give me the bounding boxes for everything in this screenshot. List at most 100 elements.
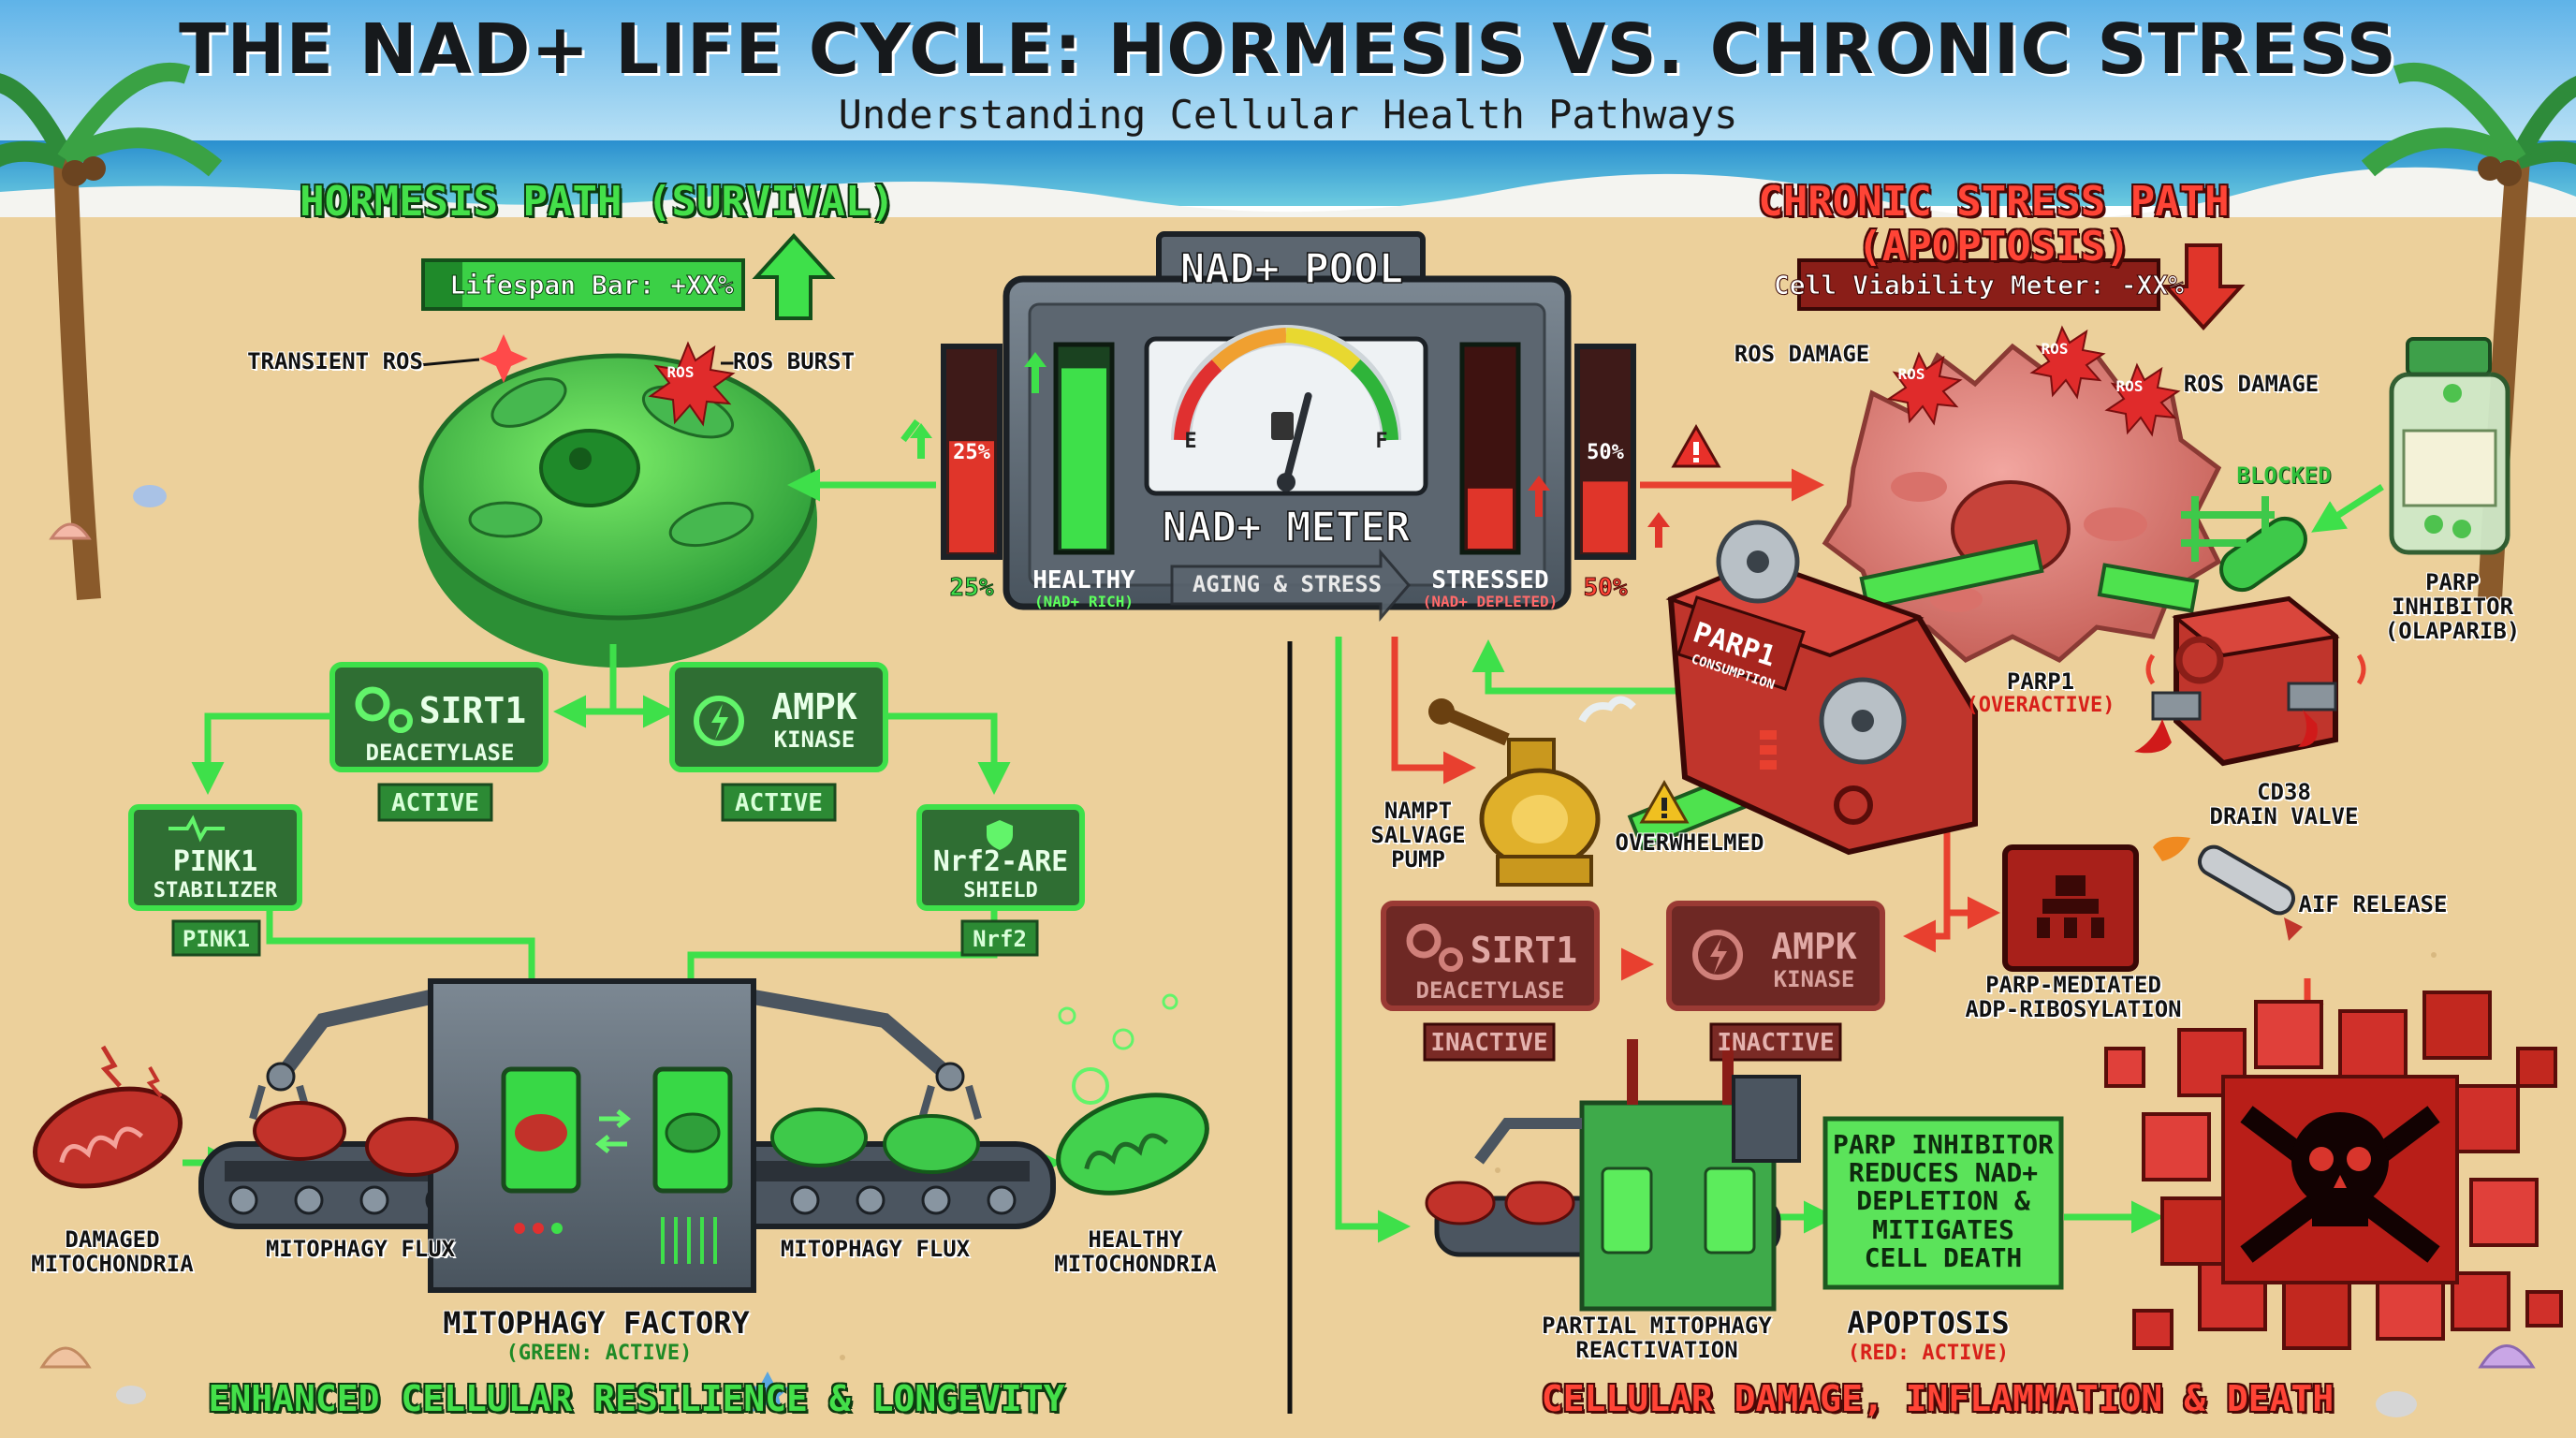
parp-mediated-label: PARP-MEDIATED ADP-RIBOSYLATION [1965, 972, 2182, 1022]
lifespan-bar-label: Lifespan Bar: +XX% [449, 270, 734, 301]
palm-tree-left-icon [0, 62, 223, 601]
seashell-icon [49, 522, 92, 540]
aging-label: AGING & STRESS [1193, 571, 1382, 597]
ros-burst-label: ROS BURST [732, 348, 856, 374]
pebble-icon [116, 1386, 146, 1404]
nampt-label: NAMPT SALVAGE PUMP [1370, 798, 1466, 873]
partial-mitophagy-factory [1425, 1039, 1801, 1312]
nrf2-tag: Nrf2 [973, 926, 1027, 952]
organelle [668, 501, 754, 548]
pebble-icon [133, 485, 167, 507]
lifespan-bar [421, 233, 836, 320]
parp1-consumption-machine [1665, 520, 1978, 856]
parp-mediated-box [2002, 844, 2139, 972]
gauge-needle [1282, 391, 1312, 486]
pixel-bug-icon [2037, 875, 2104, 938]
parp-inhibitor-note: PARP INHIBITOR REDUCES NAD+ DEPLETION & … [1832, 1129, 2054, 1273]
starfish-icon [745, 1372, 790, 1412]
transient-ros-spark-icon [418, 334, 528, 383]
ampk-active-box [669, 662, 888, 822]
cd38-label: CD38 DRAIN VALVE [2209, 779, 2359, 829]
ampk-inactive-box [1666, 901, 1885, 1062]
left-tube-percent: 25% [953, 441, 990, 464]
pulse-icon [168, 814, 225, 843]
parp-inhibitor-label: PARP INHIBITOR (OLAPARIB) [2384, 569, 2521, 644]
leak-icon [2134, 719, 2172, 754]
gauge-empty-label: E [1184, 430, 1196, 453]
overwhelmed-warning-icon [1639, 779, 1690, 824]
pink1-name: PINK1 [173, 845, 257, 878]
stressed-level-fill [1468, 488, 1513, 549]
mitophagy-factory [428, 978, 756, 1293]
pool-title: NAD+ POOL [1180, 245, 1403, 293]
sirt1-inactive-sub: DEACETYLASE [1416, 977, 1565, 1004]
mitophagy-flux-right-label: MITOPHAGY FLUX [780, 1236, 971, 1262]
ros-tag-3: ROS [2116, 377, 2144, 395]
chronic-footer: CELLULAR DAMAGE, INFLAMMATION & DEATH [1541, 1378, 2334, 1419]
stressed-label: STRESSED [1431, 566, 1548, 594]
organelle [468, 501, 543, 538]
ampk-inactive-status: INACTIVE [1717, 1029, 1834, 1057]
gauge-full-label: F [1375, 430, 1387, 453]
ros-burst-tag: ROS [667, 363, 695, 381]
nrf2-sub: SHIELD [963, 879, 1037, 902]
ros-damage-left-label: ROS DAMAGE [1734, 341, 1870, 367]
parp1-label: PARP1 [2006, 668, 2075, 695]
shield-icon [987, 820, 1013, 850]
ampk-sub: KINASE [774, 726, 856, 753]
right-tube-percent: 50% [1587, 441, 1624, 464]
aif-release-missile-icon [2153, 836, 2303, 941]
lightning-icon [694, 696, 744, 746]
hormesis-footer: ENHANCED CELLULAR RESILIENCE & LONGEVITY [208, 1378, 1065, 1419]
sirt1-name: SIRT1 [419, 690, 526, 731]
viability-meter [1797, 243, 2246, 330]
ampk-name: AMPK [771, 686, 857, 727]
apoptosis-status: (RED: ACTIVE) [1847, 1342, 2010, 1365]
nad-pool-machine [1003, 231, 1572, 623]
transient-ros-label: TRANSIENT ROS [247, 348, 423, 374]
seashell-icon [39, 1346, 92, 1369]
pink1-sub: STABILIZER [154, 879, 278, 902]
up-arrow-icon [1528, 476, 1550, 517]
healthy-level-column [1024, 342, 1115, 555]
ros-damage-right-label: ROS DAMAGE [2183, 371, 2320, 397]
sirt1-inactive-box [1381, 901, 1600, 1062]
seashell-icon [2478, 1344, 2536, 1369]
robot-arm-right-icon [752, 990, 982, 1121]
aif-release-label: AIF RELEASE [2298, 891, 2448, 917]
healthy-label: HEALTHY [1032, 566, 1135, 594]
saw-blade-icon [1819, 677, 1907, 765]
saw-blade-icon [1716, 520, 1800, 604]
stressed-sub-label: (NAD+ DEPLETED) [1423, 593, 1559, 610]
chronic-heading: CHRONIC STRESS PATH (APOPTOSIS) [1758, 178, 2230, 271]
leak-icon [2298, 710, 2318, 747]
up-arrow-icon [1647, 512, 1670, 548]
meter-label: NAD+ METER [1163, 504, 1411, 551]
viability-meter-label: Cell Viability Meter: -XX% [1774, 270, 2184, 301]
right-tube-percent-below: 50% [1584, 574, 1628, 602]
up-arrow-icon [1024, 352, 1046, 393]
page-subtitle: Understanding Cellular Health Pathways [838, 92, 1738, 138]
page-title: THE NAD+ LIFE CYCLE: HORMESIS VS. CHRONI… [179, 9, 2397, 90]
aging-arrow-icon [1170, 548, 1411, 623]
damage-spark-icon [100, 1045, 122, 1088]
mitophagy-factory-status: (GREEN: ACTIVE) [505, 1342, 693, 1365]
up-arrow-icon [752, 233, 836, 320]
organelle [1891, 472, 1947, 502]
organelle [490, 377, 567, 428]
skull-crossbones-icon [2240, 1106, 2440, 1263]
ros-tag-2: ROS [2042, 340, 2069, 358]
overwhelmed-label: OVERWHELMED [1615, 829, 1764, 856]
ros-burst-icon [648, 341, 736, 427]
left-tube-percent-below: 25% [950, 574, 994, 602]
fuel-pump-icon [1271, 412, 1294, 440]
parp-inhibitor-note-box [1822, 1116, 2064, 1290]
blocked-label: BLOCKED [2236, 462, 2332, 489]
warning-icon [1671, 423, 1721, 468]
sirt1-inactive-status: INACTIVE [1430, 1029, 1547, 1057]
parp-inhibitor-bottle-icon [2389, 337, 2510, 555]
gears-icon [1406, 923, 1442, 959]
healthy-level-fill [1061, 368, 1106, 549]
gear-icon [1834, 785, 1873, 825]
healthy-mitochondria-label: HEALTHY MITOCHONDRIA [1054, 1226, 1217, 1277]
